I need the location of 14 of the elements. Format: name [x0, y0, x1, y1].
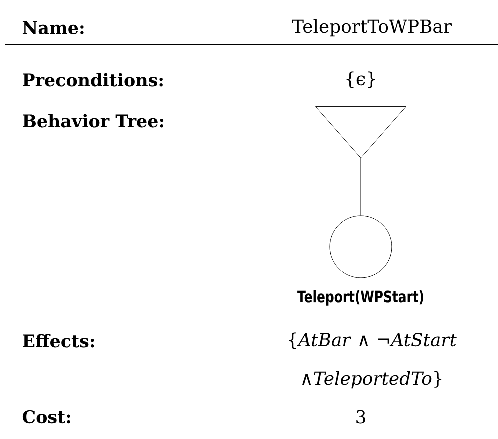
field-label: Name:: [22, 22, 84, 34]
connector-line: [360, 158, 362, 216]
field-label: Preconditions:: [23, 73, 163, 87]
field-value: TeleportToWPBar: [292, 19, 452, 37]
field-label: Cost:: [22, 410, 70, 424]
field-label: Behavior Tree:: [23, 114, 164, 128]
field-value: 3: [356, 410, 366, 424]
triangle-symbol: [316, 106, 406, 158]
node-label: Teleport(WPStart): [298, 290, 424, 306]
field-value: ∧TeleportedTo}: [302, 371, 442, 389]
field-value: {AtBar ∧ ¬AtStart: [289, 332, 457, 350]
field-label: Effects:: [23, 334, 94, 348]
circle-symbol: [330, 216, 392, 278]
field-value: {ϵ}: [346, 72, 376, 88]
